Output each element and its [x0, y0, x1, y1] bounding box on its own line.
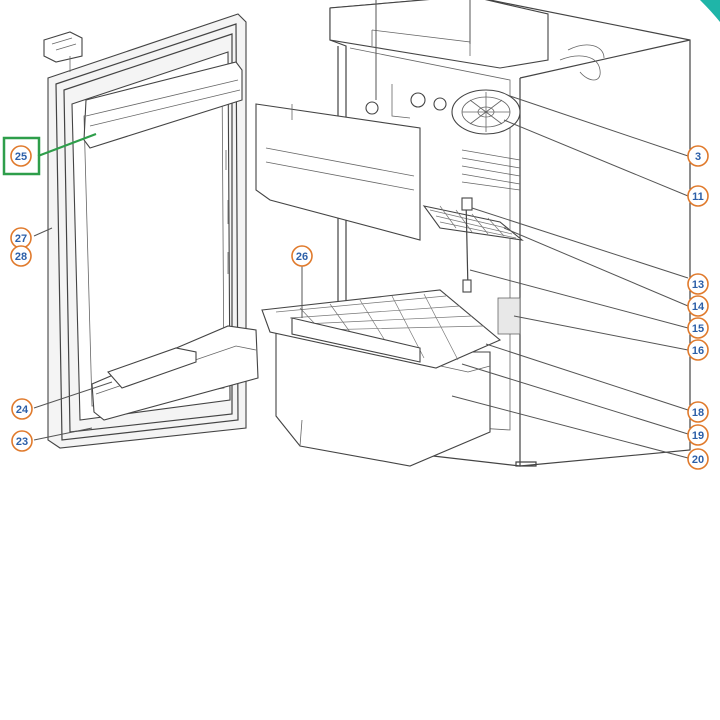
callout-16: 16: [687, 339, 709, 361]
callout-11: 11: [687, 185, 709, 207]
cabinet-body: [329, 0, 691, 467]
svg-text:24: 24: [16, 404, 29, 416]
svg-text:16: 16: [692, 345, 704, 357]
svg-text:19: 19: [692, 430, 704, 442]
callout-13: 13: [687, 273, 709, 295]
temperature-sensor: [461, 197, 473, 293]
callout-14: 14: [687, 295, 709, 317]
highlight-leader: [37, 132, 97, 158]
callout-24: 24: [11, 398, 33, 420]
svg-text:20: 20: [692, 454, 704, 466]
rating-plate: [497, 297, 521, 335]
evaporator-fins: [461, 149, 521, 191]
svg-text:3: 3: [695, 151, 701, 163]
svg-text:13: 13: [692, 279, 704, 291]
callout-23: 23: [11, 430, 33, 452]
svg-text:11: 11: [692, 191, 704, 203]
crisper-glass-shelf: [261, 289, 502, 369]
svg-text:26: 26: [296, 251, 308, 263]
callout-27: 27: [10, 227, 32, 249]
highlight-box: [2, 136, 41, 176]
svg-text:23: 23: [16, 436, 28, 448]
callout-18: 18: [687, 401, 709, 423]
svg-text:15: 15: [692, 323, 704, 335]
callout-28: 28: [10, 245, 32, 267]
fan-assembly: [451, 89, 521, 135]
freezer-compartment-door: [255, 103, 421, 241]
callout-3: 3: [687, 145, 709, 167]
callout-25: 25: [10, 145, 32, 167]
callout-26: 26: [291, 245, 313, 267]
callout-19: 19: [687, 424, 709, 446]
svg-text:27: 27: [15, 233, 27, 245]
svg-text:14: 14: [692, 301, 705, 313]
svg-text:25: 25: [15, 151, 27, 163]
upper-wire-shelf: [422, 205, 524, 241]
door-assembly: [43, 13, 259, 449]
callout-20: 20: [687, 448, 709, 470]
leader-lines: [33, 0, 689, 459]
corner-accent: [700, 0, 720, 22]
svg-text:18: 18: [692, 407, 704, 419]
callout-15: 15: [687, 317, 709, 339]
svg-text:28: 28: [15, 251, 27, 263]
